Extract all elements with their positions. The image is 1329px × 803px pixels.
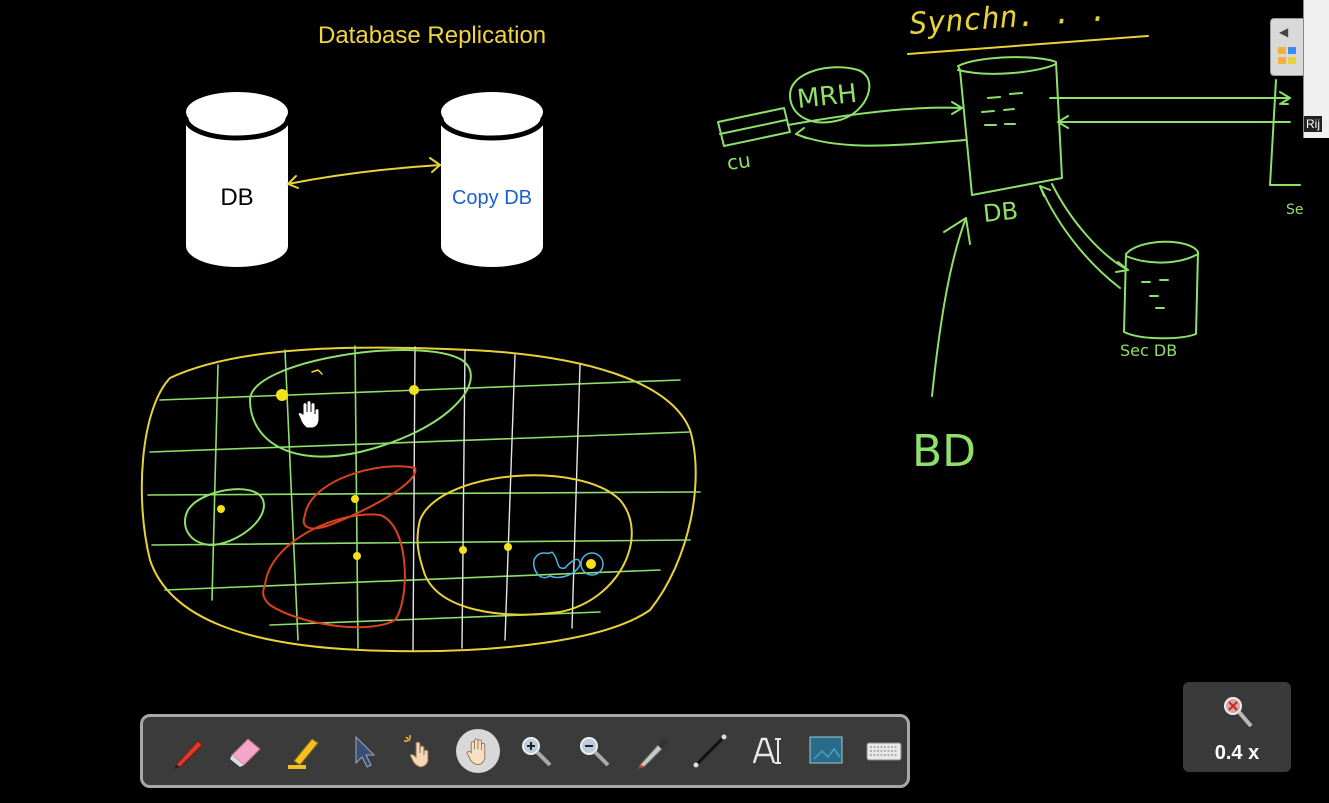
line-tool-button[interactable] (681, 722, 739, 780)
text-tool-button[interactable] (739, 722, 797, 780)
zoom-level: 0.4 x (1214, 742, 1260, 764)
copy-db-cylinder (438, 92, 546, 267)
text-tool-icon (752, 737, 781, 764)
eraser-tool-button[interactable] (217, 722, 275, 780)
webcam-preview (1303, 0, 1329, 138)
annotation-toolbar (140, 714, 910, 788)
webcam-name-label: Rij (1304, 116, 1322, 132)
screen-capture-tool-button[interactable] (797, 722, 855, 780)
db-cylinder (183, 92, 291, 267)
replication-arrow (287, 157, 441, 189)
keyboard-icon (866, 742, 902, 761)
highlighter-tool-button[interactable] (275, 722, 333, 780)
handwriting-cu: cu (725, 148, 752, 175)
zoom-in-icon (522, 737, 552, 767)
eraser-icon (230, 738, 261, 767)
screen-capture-icon (809, 736, 843, 764)
handwriting-bd: BD (912, 426, 976, 477)
zoom-reset-icon (1224, 697, 1253, 728)
hand-pan-tool-button[interactable] (449, 722, 507, 780)
keyboard-tool-button[interactable] (855, 722, 913, 780)
zoom-out-tool-button[interactable] (565, 722, 623, 780)
replication-sketch (717, 35, 1301, 397)
handwriting-db: DB (982, 196, 1020, 228)
grid-diagram (140, 345, 701, 653)
zoom-in-tool-button[interactable] (507, 722, 565, 780)
apps-icon (1278, 47, 1296, 64)
hand-pan-icon (466, 738, 486, 766)
handwriting-mrh: MRH (796, 79, 859, 115)
pointer-icon (355, 735, 376, 768)
pen-icon (174, 740, 203, 769)
pen-tool-button[interactable] (159, 722, 217, 780)
handwriting-se: Se (1286, 202, 1304, 218)
color-picker-icon (638, 739, 668, 769)
line-icon (693, 734, 727, 768)
laser-pointer-tool-button[interactable] (391, 722, 449, 780)
copy-db-label: Copy DB (451, 187, 533, 209)
db-label: DB (220, 184, 254, 211)
pointer-tool-button[interactable] (333, 722, 391, 780)
handwriting-synchn: Synchn. . . (908, 0, 1109, 42)
zoom-out-icon (580, 737, 610, 767)
collapse-arrow-icon: ◀ (1279, 25, 1289, 39)
slide-title: Database Replication (318, 22, 547, 49)
laser-pointer-icon (404, 735, 429, 768)
hand-cursor-icon (297, 400, 320, 429)
zoom-indicator[interactable]: 0.4 x (1183, 682, 1291, 772)
color-picker-tool-button[interactable] (623, 722, 681, 780)
highlighter-icon (288, 738, 319, 769)
handwriting-sec-db: Sec DB (1120, 341, 1177, 360)
